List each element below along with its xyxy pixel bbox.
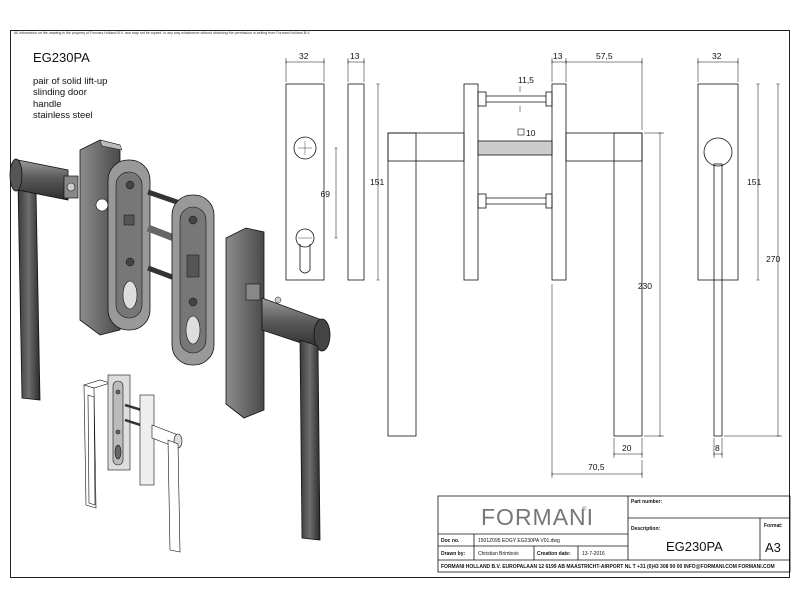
dim-57-5-label: 57,5 (596, 51, 613, 61)
creation-date-value: 13-7-2016 (582, 551, 605, 557)
dim-20-bar-width (613, 438, 643, 458)
dim-13-right-plate (551, 58, 567, 82)
handle-side-view (387, 83, 643, 437)
part-number-label: Part number: (631, 499, 662, 505)
dim-13-right-label: 13 (553, 51, 563, 61)
dim-11-5-label: 11,5 (518, 75, 534, 85)
front-view-handle (697, 83, 739, 437)
product-description: pair of solid lift-up slinding door hand… (33, 76, 107, 122)
product-title: EG230PA (33, 50, 90, 65)
dim-70-5-overall (551, 284, 643, 478)
dim-69-label: 69 (321, 189, 331, 199)
brand-logo: FORMANI (481, 504, 594, 530)
drawing-sheet-border (10, 30, 790, 578)
description-line: stainless steel (33, 110, 93, 122)
dim-230-height (644, 132, 664, 437)
copyright-notice: All information on the drawing is the pr… (14, 31, 311, 35)
dim-270-label: 270 (766, 254, 780, 264)
description-label: Description: (631, 526, 661, 532)
square-symbol-icon (517, 128, 525, 136)
dim-20-label: 20 (622, 443, 632, 453)
front-view-plate (285, 83, 325, 281)
side-view-plate (347, 83, 365, 281)
title-block (437, 495, 791, 573)
description-line: slinding door (33, 87, 87, 99)
exploded-3d-view (9, 139, 331, 541)
dim-8-label: 8 (715, 443, 720, 453)
assembled-3d-view (82, 374, 183, 553)
doc-no-value: 1501Z095 EDGY EG230PA V01.dwg (478, 538, 560, 544)
dim-13-plate-thickness (347, 58, 365, 82)
dim-32-label: 32 (299, 51, 309, 61)
right-handle-cylinder (261, 297, 323, 351)
creation-date-label: Creation date: (537, 551, 571, 557)
registered-mark: ® (582, 506, 587, 513)
doc-no-label: Doc no. (441, 538, 460, 544)
dim-13-label: 13 (350, 51, 360, 61)
dim-32-handle-plate (697, 58, 739, 82)
dim-70-5-label: 70,5 (588, 462, 605, 472)
format-label: Format: (764, 523, 783, 529)
left-handle-bar (17, 184, 41, 401)
dim-57-5-projection (565, 58, 643, 130)
company-address: FORMANI HOLLAND B.V. EUROPALAAN 12 6199 … (441, 564, 775, 570)
description-line: pair of solid lift-up (33, 76, 108, 87)
dim-10-label: 10 (526, 128, 536, 138)
dim-32-handle-label: 32 (712, 51, 722, 61)
dim-270-overall-height (724, 83, 782, 437)
dim-151-label: 151 (370, 177, 384, 187)
dim-151-handle-label: 151 (747, 177, 761, 187)
drawn-by-value: Christian Brimbois (478, 551, 519, 557)
dim-230-label: 230 (638, 281, 652, 291)
description-line: handle (33, 98, 62, 110)
dim-32-plate-width (285, 58, 325, 82)
right-rose-plate (225, 227, 265, 419)
right-handle-bar (299, 339, 321, 541)
drawn-by-label: Drawn by: (441, 551, 466, 557)
description-value: EG230PA (666, 539, 723, 554)
dim-8-bar (713, 438, 723, 458)
format-value: A3 (765, 540, 781, 555)
